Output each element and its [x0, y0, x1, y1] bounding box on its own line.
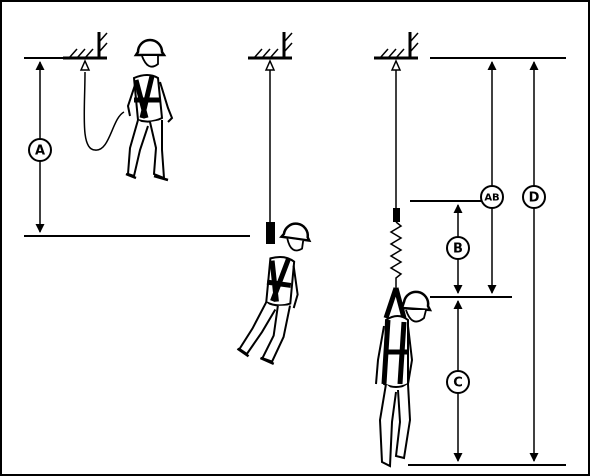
deployed-tear-webbing — [389, 221, 403, 290]
label-a-circle — [28, 138, 52, 162]
label-d: D — [529, 191, 540, 206]
slack-lanyard — [83, 71, 125, 151]
energy-absorber-deployed — [393, 208, 400, 222]
worker-falling — [236, 222, 312, 365]
label-a: A — [35, 144, 45, 159]
scene-fall-arrested — [372, 30, 433, 468]
label-d-circle — [522, 185, 546, 209]
scene-lanyard-extended — [236, 30, 312, 365]
worker-suspended — [375, 287, 433, 468]
label-ab-circle — [480, 185, 504, 209]
dimension-system: AB D B C — [408, 57, 566, 466]
scene-standing-worker: A — [24, 30, 250, 237]
label-b: B — [453, 242, 463, 257]
anchorage-2 — [246, 30, 294, 72]
worker-standing — [126, 40, 172, 180]
anchorage-3 — [372, 30, 420, 72]
label-b-circle — [446, 236, 470, 260]
energy-absorber-packed — [266, 222, 275, 244]
label-ab: AB — [484, 193, 499, 204]
label-c: C — [453, 376, 463, 391]
anchorage-1 — [61, 30, 109, 72]
label-c-circle — [446, 370, 470, 394]
